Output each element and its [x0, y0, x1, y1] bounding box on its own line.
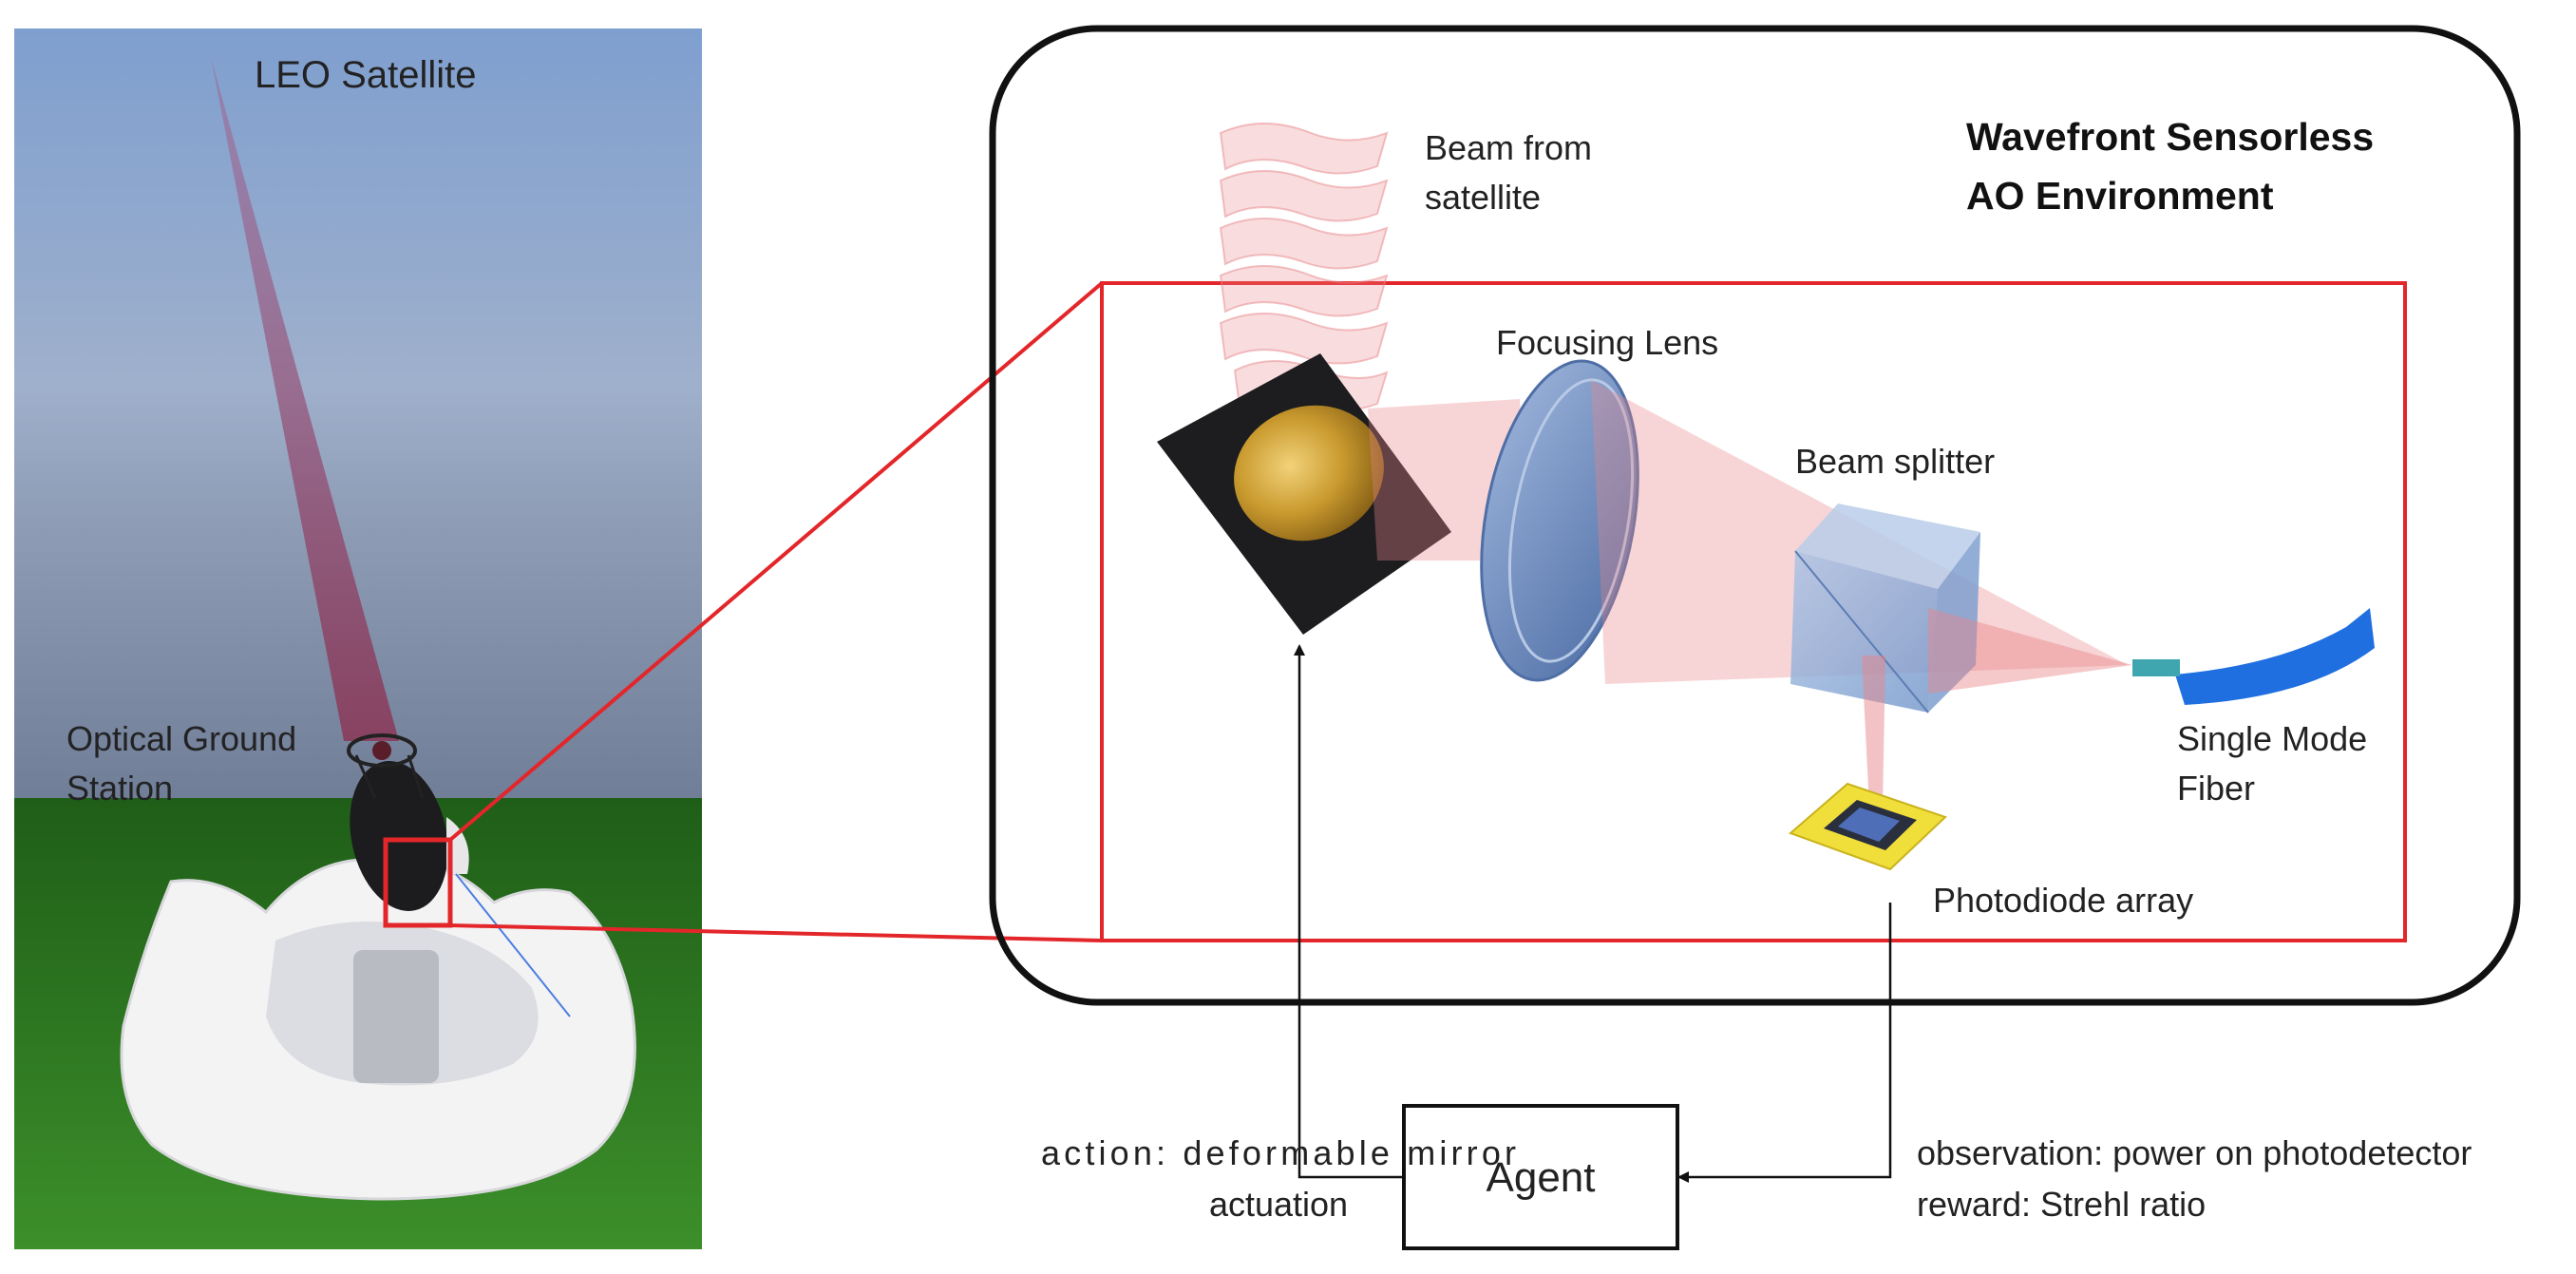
ground-station-label-line2: Station	[66, 769, 173, 808]
focusing-lens	[1480, 359, 1639, 682]
photodiode-label: Photodiode array	[1933, 881, 2193, 920]
lens-label: Focusing Lens	[1496, 323, 1718, 362]
telescope-pillar	[353, 950, 439, 1083]
observation-arrow	[1677, 903, 1892, 1183]
fiber-label-line2: Fiber	[2177, 769, 2255, 808]
beam-splitter	[1790, 504, 1980, 713]
satellite-label: LEO Satellite	[255, 54, 476, 96]
action-arrow	[1294, 644, 1404, 1179]
fiber-line-scene	[455, 873, 571, 1017]
action-label-line1: action: deformable mirror	[1041, 1133, 1516, 1172]
telescope-secondary	[372, 741, 391, 760]
beam-label-line2: satellite	[1425, 178, 1541, 217]
ground-station-scene: LEO Satellite Optical Ground Station	[14, 29, 702, 1249]
satellite-beam	[211, 57, 399, 741]
ground-station-label-line1: Optical Ground	[66, 719, 296, 758]
telescope-tube	[350, 761, 448, 911]
environment-title-line2: AO Environment	[1966, 174, 2274, 218]
deformable-mirror-surface	[1234, 405, 1384, 542]
zoom-highlight-box	[383, 837, 453, 928]
environment-title-line1: Wavefront Sensorless	[1966, 115, 2374, 159]
environment-border	[989, 25, 2521, 1006]
beam-to-photodiode	[1862, 656, 1885, 808]
observation-label-line1: observation: power on photodetector	[1917, 1133, 2472, 1172]
single-mode-fiber	[2132, 608, 2375, 705]
beam-label-line1: Beam from	[1425, 128, 1592, 167]
agent-label: Agent	[1487, 1154, 1596, 1201]
zoom-connector-bottom	[449, 923, 1103, 942]
action-label-line2: actuation	[1209, 1185, 1348, 1224]
lens-rim	[1507, 378, 1635, 663]
telescope-top-ring	[347, 733, 417, 768]
environment-panel: Wavefront Sensorless AO Environment Beam…	[989, 25, 2521, 1006]
photodiode-array	[1789, 782, 1947, 871]
fiber-label-line1: Single Mode	[2177, 719, 2367, 758]
agent-box	[1402, 1104, 1679, 1250]
observation-label-line2: reward: Strehl ratio	[1917, 1185, 2206, 1224]
beam-to-fiber	[1928, 608, 2132, 694]
splitter-label: Beam splitter	[1795, 442, 1995, 481]
optics-zoom-box	[1100, 281, 2407, 942]
